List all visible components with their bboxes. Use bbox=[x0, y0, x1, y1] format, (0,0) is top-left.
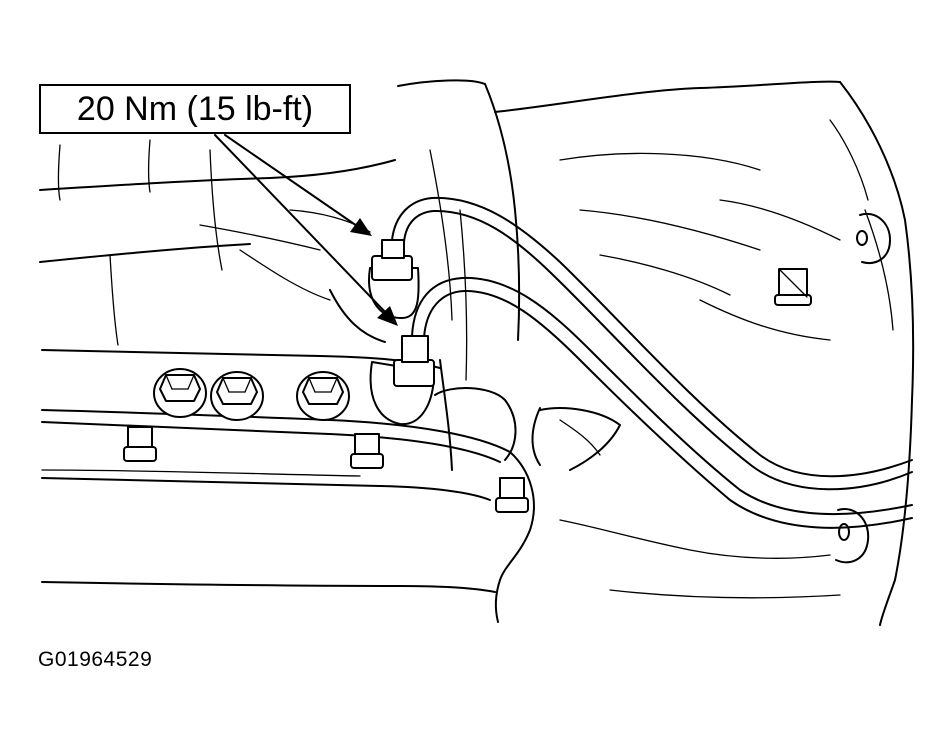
upper-fitting bbox=[368, 239, 420, 319]
lower-arrowhead-icon bbox=[377, 306, 398, 326]
flange-bolt bbox=[350, 433, 384, 469]
upper-leader-line bbox=[224, 134, 361, 229]
lower-leader-line bbox=[214, 134, 389, 316]
torque-callout-label: 20 Nm (15 lb-ft) bbox=[76, 89, 314, 128]
pan-bolt bbox=[210, 371, 264, 421]
torque-callout: 20 Nm (15 lb-ft) bbox=[39, 84, 351, 134]
case-bolt bbox=[774, 268, 812, 306]
transmission-case bbox=[494, 80, 915, 626]
upper-arrowhead-icon bbox=[350, 218, 372, 236]
lower-fitting bbox=[369, 335, 435, 426]
pan-bolt bbox=[296, 371, 350, 421]
flange-bolt bbox=[495, 477, 529, 513]
pan-bolts bbox=[123, 268, 812, 513]
flange-bolt bbox=[123, 426, 157, 462]
pan-bolt bbox=[153, 368, 207, 418]
oil-pan bbox=[41, 349, 535, 623]
leader-arrows bbox=[214, 134, 398, 326]
engine-block bbox=[39, 79, 521, 381]
cooler-lines bbox=[391, 196, 913, 529]
bellhousing-casting bbox=[329, 289, 621, 471]
figure-id: G01964529 bbox=[38, 648, 153, 671]
